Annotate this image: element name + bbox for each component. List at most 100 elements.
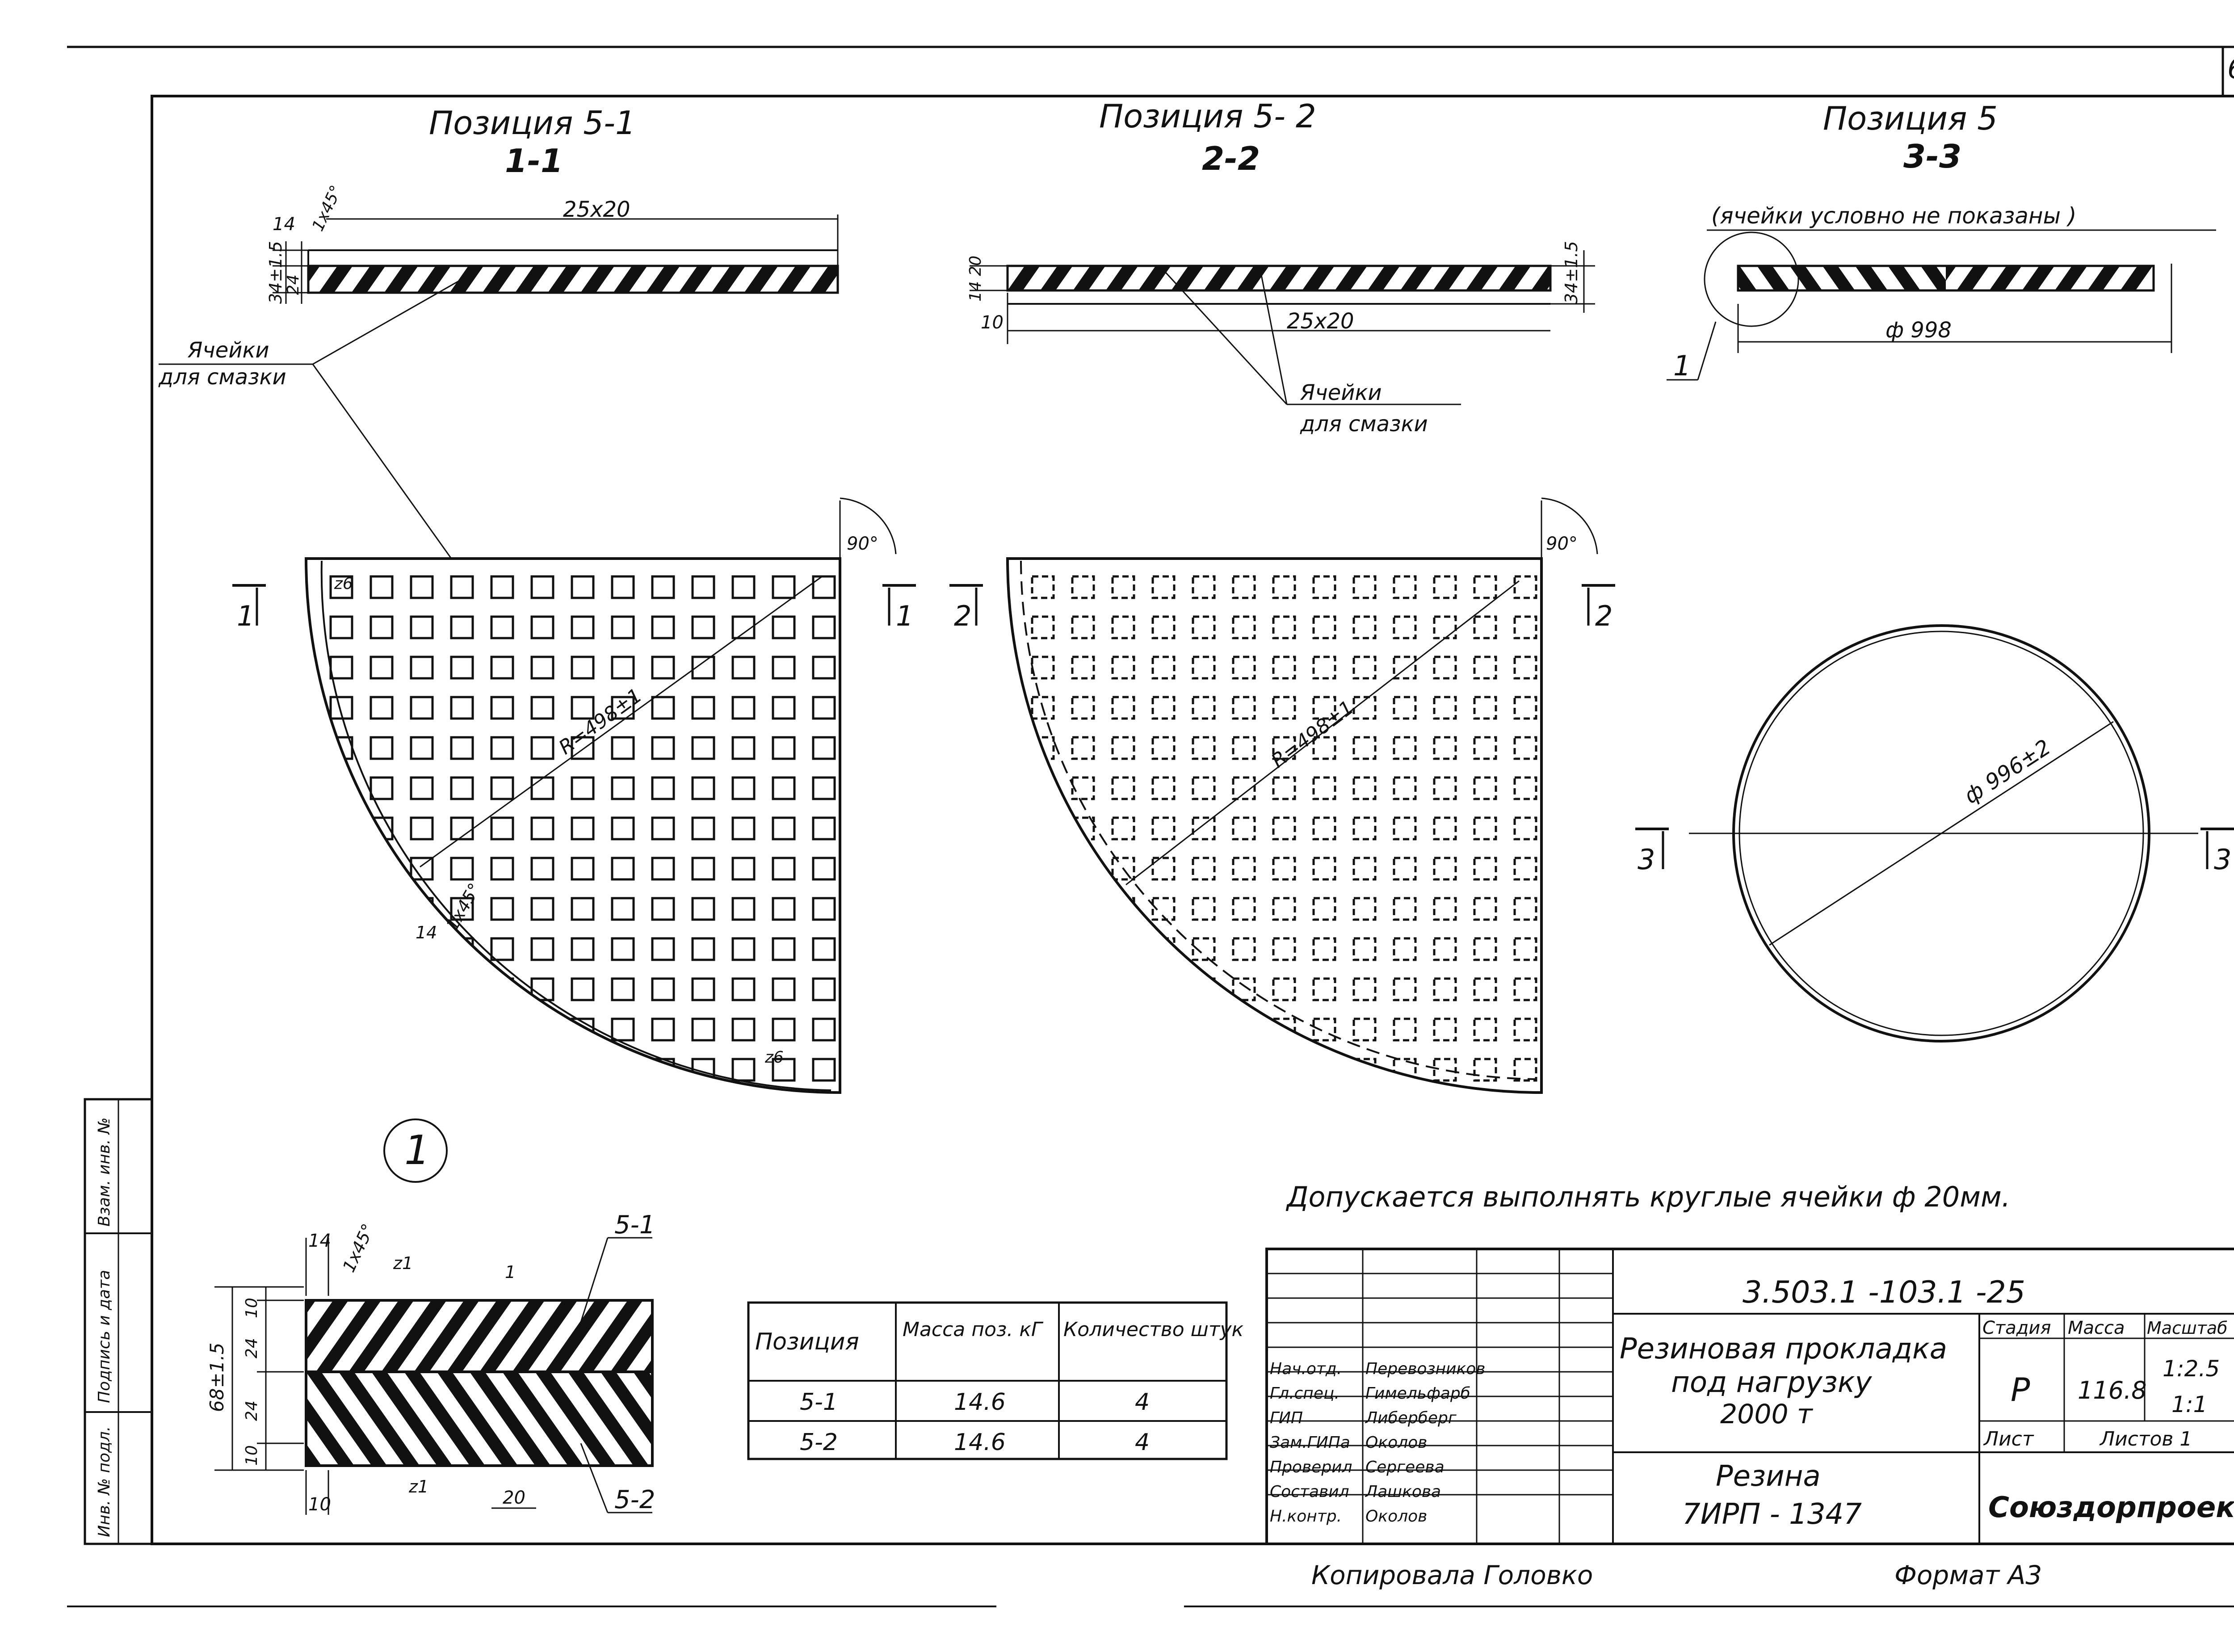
- detail-1-label: 1: [404, 1127, 430, 1174]
- lubrication-cell: [450, 977, 474, 1001]
- lubrication-cell: [691, 1017, 715, 1042]
- lubrication-cell: [1071, 776, 1095, 800]
- side-stamp: Инв. № подл. Подпись и дата Взам. инв. №: [84, 1098, 153, 1545]
- view3-position-title: Позиция 5: [1823, 100, 1998, 137]
- lubrication-cell: [490, 897, 514, 921]
- section-1-1: 25x20 14 1x45° 34±1.5 24: [266, 183, 839, 304]
- lubrication-cell: [1111, 615, 1135, 639]
- lubrication-cell: [1433, 736, 1457, 760]
- lubrication-cell: [1111, 816, 1135, 841]
- lubrication-cell: [490, 1017, 514, 1042]
- lubrication-cell: [1151, 656, 1176, 680]
- lubrication-cell: [1272, 736, 1296, 760]
- lubrication-cell: [812, 1058, 836, 1082]
- lubrication-cell: [1312, 615, 1336, 639]
- lubrication-cell: [1473, 816, 1497, 841]
- view3-section-label: 3-3: [1903, 138, 1961, 175]
- mass-table-r2-mass: 14.6: [954, 1429, 1006, 1456]
- quadrant-plan-2: R=498±1 90°: [1006, 497, 1598, 1094]
- lubrication-cell: [611, 1017, 635, 1042]
- lubrication-cell: [329, 776, 353, 800]
- lubrication-cell: [571, 736, 595, 760]
- dim-20-d: 20: [503, 1488, 525, 1508]
- dim-996: ф 996±2: [1960, 735, 2055, 809]
- lubrication-cell: [772, 937, 796, 961]
- lubrication-cell: [530, 1058, 554, 1082]
- scale-label: Масштаб: [2147, 1318, 2228, 1338]
- note-round-cells: Допускается выполнять круглые ячейки ф 2…: [1285, 1181, 2010, 1213]
- lubrication-cell: [812, 937, 836, 961]
- lubrication-cell: [370, 897, 394, 921]
- lubrication-cell: [772, 776, 796, 800]
- lubrication-cell: [410, 696, 434, 720]
- lubrication-cell: [490, 816, 514, 841]
- dim-14-1: 14: [273, 214, 295, 235]
- angle-90-2: 90°: [1546, 534, 1578, 554]
- signatory-role: Н.контр.: [1270, 1507, 1342, 1526]
- lubrication-cell: [1433, 937, 1457, 961]
- mass-table-header-mass: Масса поз. кГ: [903, 1318, 1044, 1341]
- lubrication-cell: [410, 1058, 434, 1082]
- lubrication-cell: [1111, 1017, 1135, 1042]
- lubrication-cell: [490, 656, 514, 680]
- lubrication-cell: [1272, 937, 1296, 961]
- view-position-5: Позиция 5 3-3 (ячейки условно не показан…: [1635, 100, 2234, 1042]
- lubrication-cell: [1232, 736, 1256, 760]
- lubrication-cell: [812, 1017, 836, 1042]
- lubrication-cell: [1111, 776, 1135, 800]
- lubrication-cell: [772, 736, 796, 760]
- lubrication-cell: [490, 696, 514, 720]
- view2-position-title: Позиция 5- 2: [1099, 97, 1316, 135]
- dim-14-plan1: 14: [416, 923, 437, 942]
- copied-by: Копировала Головко: [1311, 1560, 1593, 1590]
- lubrication-cell: [611, 696, 635, 720]
- lubrication-cell: [571, 615, 595, 639]
- lubrication-cell: [1232, 1058, 1256, 1082]
- lubrication-cell: [772, 615, 796, 639]
- lubrication-cell: [530, 736, 554, 760]
- section-mark-3-right: 3: [2214, 843, 2231, 876]
- lubrication-cell: [1192, 776, 1216, 800]
- lubrication-cell: [651, 696, 675, 720]
- lubrication-cell: [1513, 615, 1537, 639]
- lubrication-cell: [772, 816, 796, 841]
- lubrication-cell: [1232, 816, 1256, 841]
- lubrication-cell: [731, 776, 756, 800]
- lubrication-cell: [731, 1017, 756, 1042]
- lubrication-cell: [1513, 575, 1537, 599]
- lubrication-cell: [611, 857, 635, 881]
- lubrication-cell: [1151, 736, 1176, 760]
- lubrication-cell: [1312, 736, 1336, 760]
- lubrication-cell: [1473, 897, 1497, 921]
- lubrication-cell: [1473, 736, 1497, 760]
- signatory-name: Околов: [1365, 1507, 1427, 1526]
- lubrication-cell: [812, 977, 836, 1001]
- lubrication-cell: [1513, 897, 1537, 921]
- lubrication-cell: [450, 615, 474, 639]
- lubrication-cell: [1312, 575, 1336, 599]
- lubrication-cell: [530, 937, 554, 961]
- lubrication-cell: [329, 857, 353, 881]
- lubrication-cell: [1473, 937, 1497, 961]
- lubrication-cell: [450, 736, 474, 760]
- quadrant-plan-1: R=498±1 1x45° 14 z6 z6 90°: [304, 497, 897, 1094]
- lubrication-cell: [1232, 1017, 1256, 1042]
- lubrication-cell: [329, 816, 353, 841]
- lubrication-cell: [1192, 736, 1216, 760]
- lubrication-cell: [1111, 656, 1135, 680]
- lubrication-cell: [691, 575, 715, 599]
- lubrication-cell: [691, 937, 715, 961]
- lubrication-cell: [812, 615, 836, 639]
- lubrication-cell: [1111, 937, 1135, 961]
- lubrication-cell: [1433, 977, 1457, 1001]
- lubrication-cell: [1312, 656, 1336, 680]
- lubrication-cell: [1272, 575, 1296, 599]
- lubrication-cell: [1513, 1058, 1537, 1082]
- lubrication-cell: [1031, 615, 1055, 639]
- lubrication-cell: [812, 696, 836, 720]
- lubrication-cell: [1031, 1017, 1055, 1042]
- lubrication-cell: [571, 897, 595, 921]
- lubrication-cell: [329, 696, 353, 720]
- lubrication-cell: [611, 816, 635, 841]
